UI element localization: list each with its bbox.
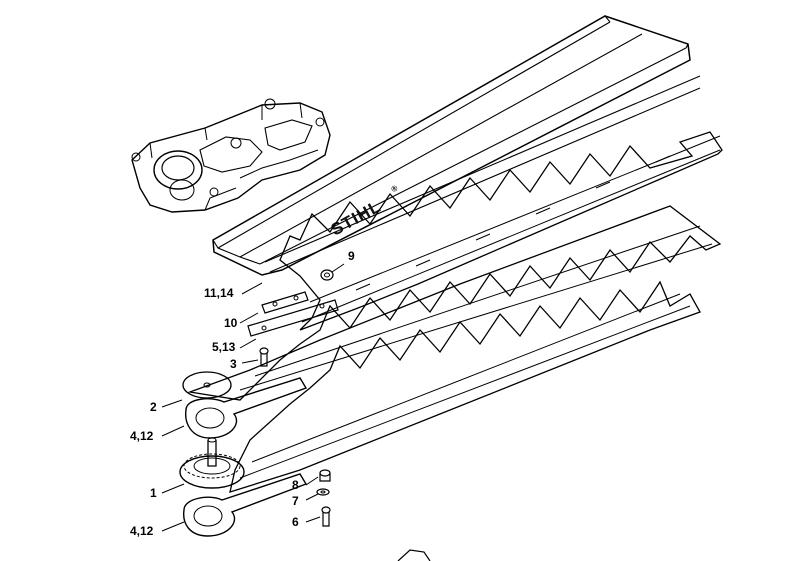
callout-7: 7 bbox=[292, 494, 299, 508]
callout-10: 10 bbox=[224, 316, 238, 330]
callout-3: 3 bbox=[230, 357, 237, 371]
callout-6: 6 bbox=[292, 515, 299, 529]
drive-gear-1 bbox=[179, 437, 245, 489]
hex-nut-9 bbox=[320, 269, 334, 281]
callout-4-12-lower: 4,12 bbox=[130, 524, 154, 538]
sleeve-8 bbox=[319, 469, 331, 482]
callout-9: 9 bbox=[348, 249, 355, 263]
callout-1: 1 bbox=[150, 486, 157, 500]
spacer-plate-11-14 bbox=[261, 291, 309, 314]
callout-5-13: 5,13 bbox=[212, 340, 236, 354]
screw-3 bbox=[259, 347, 269, 367]
screw-6 bbox=[321, 506, 331, 527]
slide-plate-10 bbox=[247, 299, 339, 337]
washer-7 bbox=[316, 488, 330, 496]
callout-8: 8 bbox=[292, 478, 299, 492]
gear-housing bbox=[131, 98, 331, 213]
callout-4-12-upper: 4,12 bbox=[130, 429, 154, 443]
partial-component-bottom bbox=[397, 549, 431, 561]
lower-cutter-blade bbox=[229, 280, 701, 493]
leader-lines bbox=[161, 263, 345, 532]
connecting-rod-4-12-lower bbox=[183, 473, 308, 537]
callout-2: 2 bbox=[150, 400, 157, 414]
blade-cover-guard bbox=[212, 15, 701, 276]
callout-11-14: 11,14 bbox=[204, 286, 234, 300]
connecting-rod-4-12-upper bbox=[185, 377, 308, 439]
registered-mark: ® bbox=[390, 183, 400, 194]
middle-cutter-blade bbox=[187, 205, 722, 401]
upper-cutter-blade bbox=[279, 131, 723, 331]
